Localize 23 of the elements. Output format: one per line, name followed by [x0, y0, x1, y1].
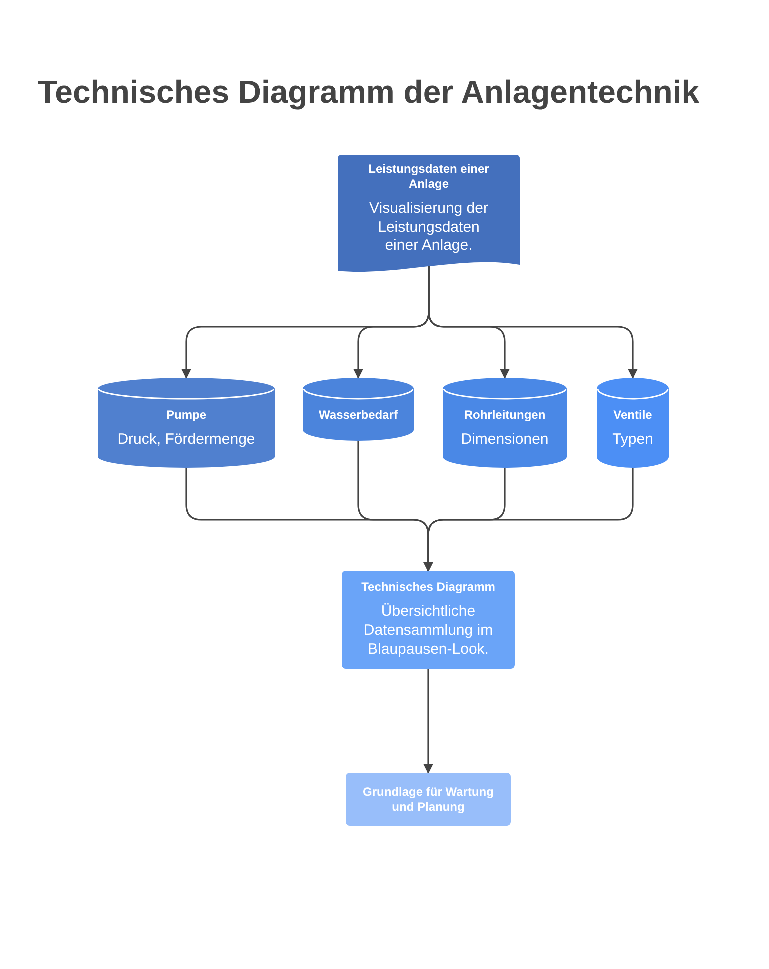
arrow — [424, 669, 434, 774]
process-box — [342, 571, 515, 669]
node-text: Übersichtliche Datensammlung im Blaupausen-Look. — [362, 603, 494, 660]
node-heading: Leistungsdaten einer Anlage — [368, 162, 490, 192]
node-text: Visualisierung der Leistungsdaten einer Anlage. — [368, 200, 490, 256]
node-heading: Pumpe — [166, 408, 206, 423]
database-cylinder — [443, 378, 567, 468]
diagram-title: Technisches Diagramm der Anlagentechnik — [38, 73, 700, 112]
arrow — [428, 266, 638, 379]
document-shape — [338, 155, 520, 275]
node-heading: Ventile — [614, 408, 652, 423]
node-text: Dimensionen — [461, 430, 549, 450]
node-heading: Grundlage für Wartung und Planung — [362, 784, 495, 814]
arrow — [424, 468, 634, 572]
node-heading: Technisches Diagramm — [362, 580, 496, 596]
database-cylinder — [597, 378, 669, 468]
node-heading: Rohrleitungen — [464, 408, 546, 423]
database-cylinder — [98, 378, 275, 468]
node-text: Typen — [612, 430, 654, 450]
node-heading: Wasserbedarf — [319, 408, 398, 422]
process-box — [346, 773, 511, 826]
node-text: Druck, Fördermenge — [118, 430, 256, 450]
database-cylinder — [303, 378, 414, 441]
